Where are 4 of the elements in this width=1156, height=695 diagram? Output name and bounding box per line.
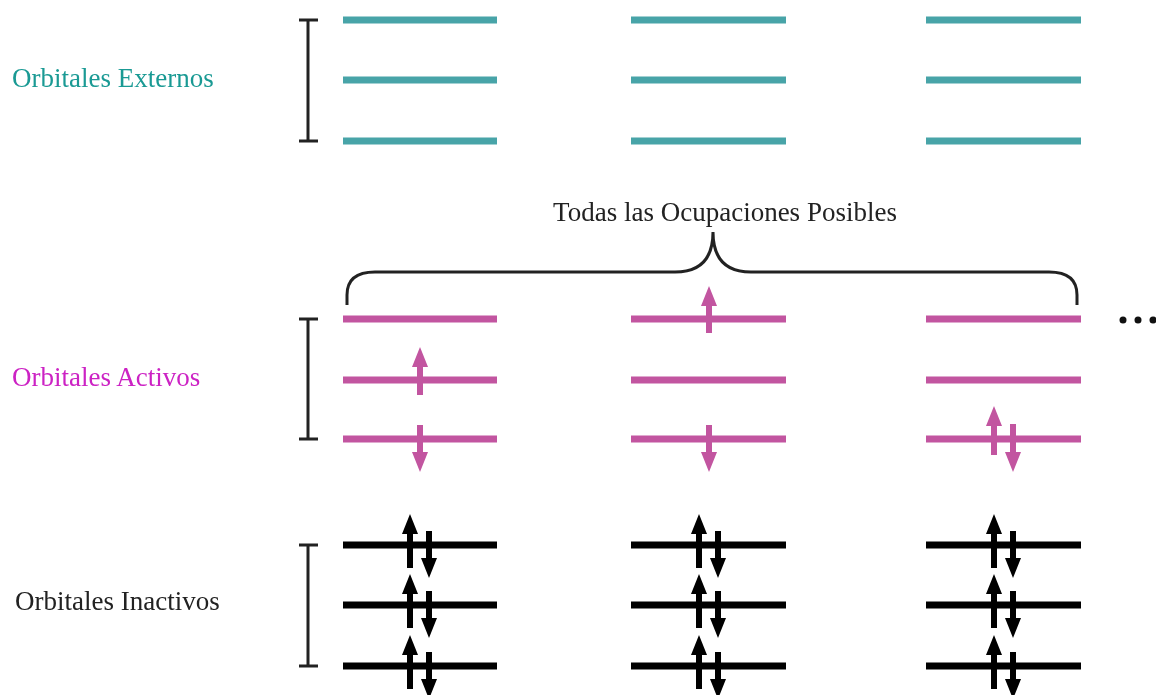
group-label: Orbitales Activos (12, 361, 201, 393)
group-label: Orbitales Inactivos (15, 585, 220, 617)
brace-label: Todas las Ocupaciones Posibles (553, 196, 897, 228)
group-label: Orbitales Externos (12, 62, 214, 94)
